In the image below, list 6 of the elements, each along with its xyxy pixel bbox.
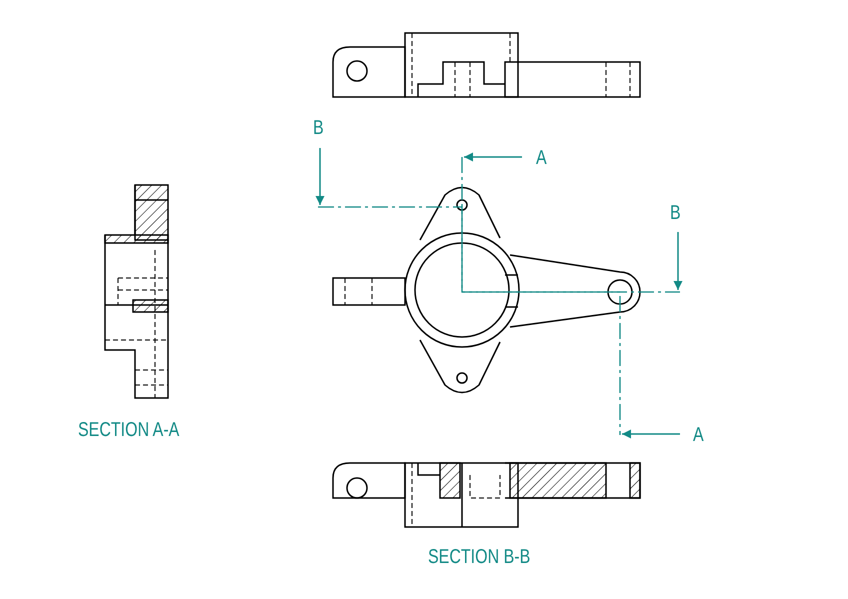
view-label: B [670, 203, 681, 223]
view-label: A [536, 148, 547, 168]
view-label: A [693, 425, 704, 445]
section-title: SECTION A-A [78, 420, 180, 440]
view-label: B [313, 118, 324, 138]
section-title: SECTION B-B [428, 547, 530, 567]
